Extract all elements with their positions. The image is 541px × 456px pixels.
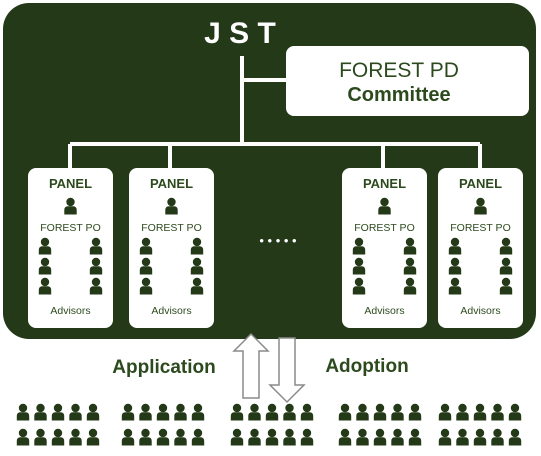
- applicant-person-icon: [265, 428, 279, 446]
- applicant-person-icon: [34, 403, 47, 421]
- applicant-person-icon: [408, 428, 422, 446]
- applicant-group: [121, 403, 205, 446]
- panels: PANEL FOREST PO Advisors PANEL FOREST PO Advi…: [28, 168, 523, 328]
- applicant-person-icon: [16, 428, 30, 446]
- application-label: Application: [112, 357, 215, 378]
- applicant-person-icon: [300, 403, 314, 421]
- po-label: FOREST PO: [40, 222, 100, 234]
- connector-lines: [68, 56, 482, 168]
- applicant-person-icon: [16, 403, 30, 421]
- applicant-person-icon: [508, 403, 522, 421]
- applicant-person-icon: [139, 428, 152, 446]
- panel-title: PANEL: [49, 176, 92, 191]
- panel-title: PANEL: [150, 176, 193, 191]
- applicant-person-icon: [373, 428, 387, 446]
- applicant-person-icon: [248, 428, 261, 446]
- applicant-person-icon: [391, 428, 404, 446]
- panel-box: PANEL FOREST PO Advisors: [438, 168, 523, 328]
- applicant-crowd: [16, 403, 522, 446]
- applicant-person-icon: [391, 403, 404, 421]
- arrow-down-icon: [268, 337, 306, 404]
- po-label: FOREST PO: [450, 222, 510, 234]
- applicant-person-icon: [156, 403, 170, 421]
- applicant-person-icon: [174, 403, 187, 421]
- jst-title: J S T: [204, 17, 276, 50]
- advisors-label: Advisors: [364, 305, 404, 317]
- applicant-person-icon: [34, 428, 47, 446]
- applicant-person-icon: [356, 428, 369, 446]
- applicant-person-icon: [139, 403, 152, 421]
- applicant-person-icon: [438, 428, 452, 446]
- committee-box: [286, 46, 529, 116]
- advisors-label: Advisors: [460, 305, 500, 317]
- applicant-person-icon: [408, 403, 422, 421]
- panel-box: PANEL FOREST PO Advisors: [28, 168, 113, 328]
- applicant-person-icon: [86, 403, 100, 421]
- applicant-person-icon: [121, 428, 135, 446]
- applicant-person-icon: [69, 403, 82, 421]
- advisors-label: Advisors: [151, 305, 191, 317]
- applicant-person-icon: [248, 403, 261, 421]
- committee-subtitle: Committee: [347, 84, 450, 106]
- applicant-person-icon: [230, 403, 244, 421]
- applicant-person-icon: [491, 403, 504, 421]
- applicant-person-icon: [491, 428, 504, 446]
- arrow-up-icon: [232, 332, 270, 399]
- applicant-person-icon: [283, 428, 296, 446]
- panel-title: PANEL: [459, 176, 502, 191]
- applicant-person-icon: [191, 403, 205, 421]
- ellipsis: • • • • •: [259, 233, 297, 248]
- applicant-person-icon: [338, 428, 352, 446]
- applicant-person-icon: [438, 403, 452, 421]
- applicant-group: [438, 403, 522, 446]
- applicant-group: [16, 403, 100, 446]
- applicant-person-icon: [174, 428, 187, 446]
- applicant-person-icon: [156, 428, 170, 446]
- committee-title: FOREST PD: [339, 59, 459, 82]
- applicant-person-icon: [51, 403, 65, 421]
- applicant-person-icon: [265, 403, 279, 421]
- applicant-person-icon: [121, 403, 135, 421]
- panel-box: PANEL FOREST PO Advisors: [129, 168, 214, 328]
- applicant-group: [338, 403, 422, 446]
- applicant-person-icon: [51, 428, 65, 446]
- applicant-person-icon: [473, 428, 487, 446]
- applicant-group: [230, 403, 314, 446]
- applicant-person-icon: [508, 428, 522, 446]
- applicant-person-icon: [373, 403, 387, 421]
- applicant-person-icon: [69, 428, 82, 446]
- applicant-person-icon: [230, 428, 244, 446]
- panel-title: PANEL: [363, 176, 406, 191]
- applicant-person-icon: [456, 403, 469, 421]
- po-label: FOREST PO: [354, 222, 414, 234]
- applicant-person-icon: [86, 428, 100, 446]
- applicant-person-icon: [456, 428, 469, 446]
- panel-box: PANEL FOREST PO Advisors: [342, 168, 427, 328]
- applicant-person-icon: [300, 428, 314, 446]
- adoption-label: Adoption: [325, 356, 408, 377]
- advisors-label: Advisors: [50, 305, 90, 317]
- applicant-person-icon: [356, 403, 369, 421]
- po-label: FOREST PO: [141, 222, 201, 234]
- applicant-person-icon: [338, 403, 352, 421]
- applicant-person-icon: [283, 403, 296, 421]
- applicant-person-icon: [473, 403, 487, 421]
- applicant-person-icon: [191, 428, 205, 446]
